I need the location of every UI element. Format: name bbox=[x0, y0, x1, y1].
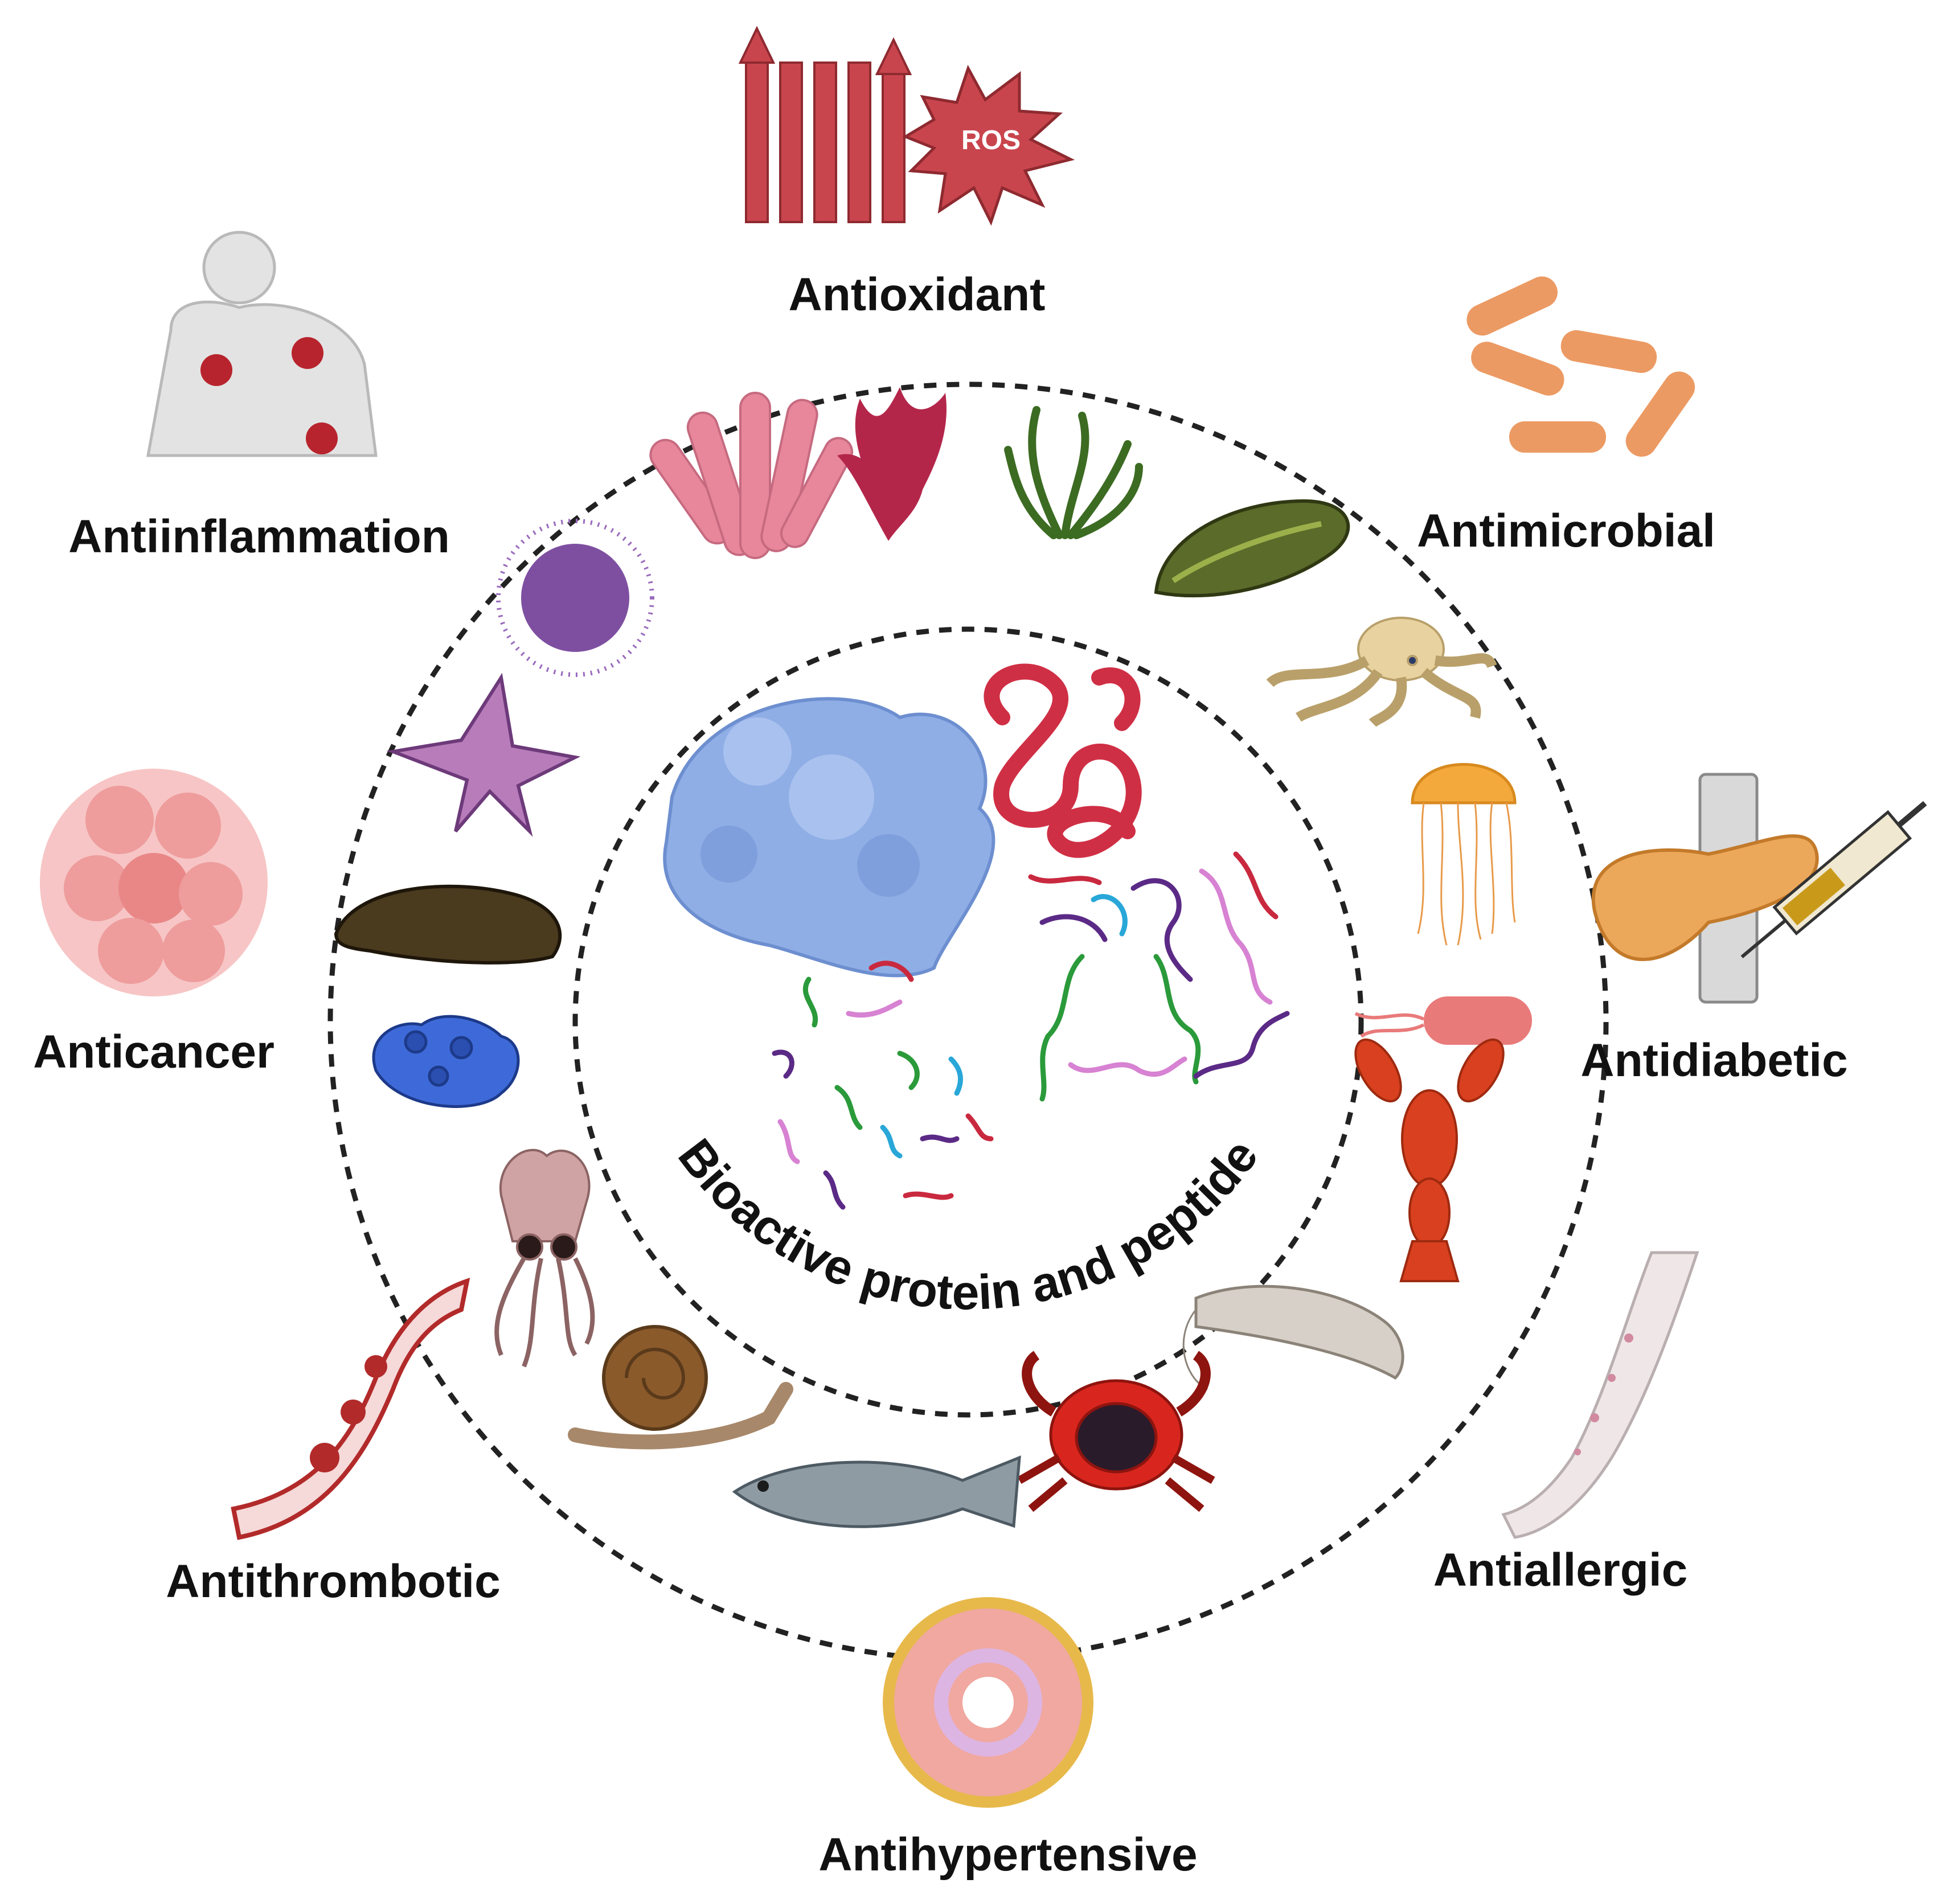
cancer-cells-icon bbox=[40, 769, 268, 996]
sea-urchin-icon bbox=[496, 519, 654, 677]
jellyfish-icon bbox=[1411, 763, 1517, 946]
blood-clot-vessel-icon bbox=[231, 1278, 470, 1540]
globular-protein-icon bbox=[663, 697, 995, 978]
squid-icon bbox=[494, 1148, 595, 1368]
label-antiinflammation: Antiinflammation bbox=[68, 511, 450, 563]
inner-dashed-ring bbox=[572, 626, 1364, 1418]
label-antihypertensive: Antihypertensive bbox=[818, 1829, 1197, 1881]
lobster-icon bbox=[1354, 1038, 1505, 1282]
label-antidiabetic: Antidiabetic bbox=[1580, 1035, 1847, 1086]
sea-cucumber-icon bbox=[334, 884, 562, 965]
coral-icon bbox=[649, 392, 854, 559]
label-antioxidant: Antioxidant bbox=[789, 269, 1046, 321]
red-seaweed-icon bbox=[837, 387, 947, 541]
green-seaweed-icon bbox=[1004, 406, 1143, 539]
label-antiallergic: Antiallergic bbox=[1433, 1544, 1688, 1596]
peptide-fragments-icon bbox=[772, 851, 1290, 1210]
snail-icon bbox=[568, 1325, 793, 1450]
pancreas-syringe-icon bbox=[1591, 773, 1927, 1004]
label-anticancer: Anticancer bbox=[33, 1026, 275, 1078]
antioxidant-ros-icon: ROS bbox=[738, 26, 1075, 226]
shrimp-icon bbox=[1182, 1285, 1404, 1390]
center-label: Bioactive protein and peptide bbox=[667, 1129, 1268, 1320]
crab-icon bbox=[1017, 1351, 1215, 1512]
ros-label: ROS bbox=[961, 125, 1021, 155]
sponge-icon bbox=[372, 1015, 520, 1108]
label-antithrombotic: Antithrombotic bbox=[166, 1556, 501, 1607]
inflamed-body-icon bbox=[146, 231, 378, 457]
fish-icon bbox=[732, 1455, 1021, 1528]
folded-peptide-chain-icon bbox=[984, 663, 1142, 858]
bacteria-icon bbox=[1466, 276, 1695, 457]
bacterium-icon bbox=[1354, 996, 1532, 1045]
octopus-icon bbox=[1266, 617, 1497, 728]
starfish-icon bbox=[386, 672, 581, 837]
label-antimicrobial: Antimicrobial bbox=[1417, 505, 1715, 557]
mussel-icon bbox=[1154, 499, 1350, 598]
outer-dashed-ring bbox=[327, 381, 1609, 1663]
allergic-arm-icon bbox=[1501, 1251, 1699, 1539]
blood-vessel-cross-section-icon bbox=[883, 1597, 1093, 1808]
